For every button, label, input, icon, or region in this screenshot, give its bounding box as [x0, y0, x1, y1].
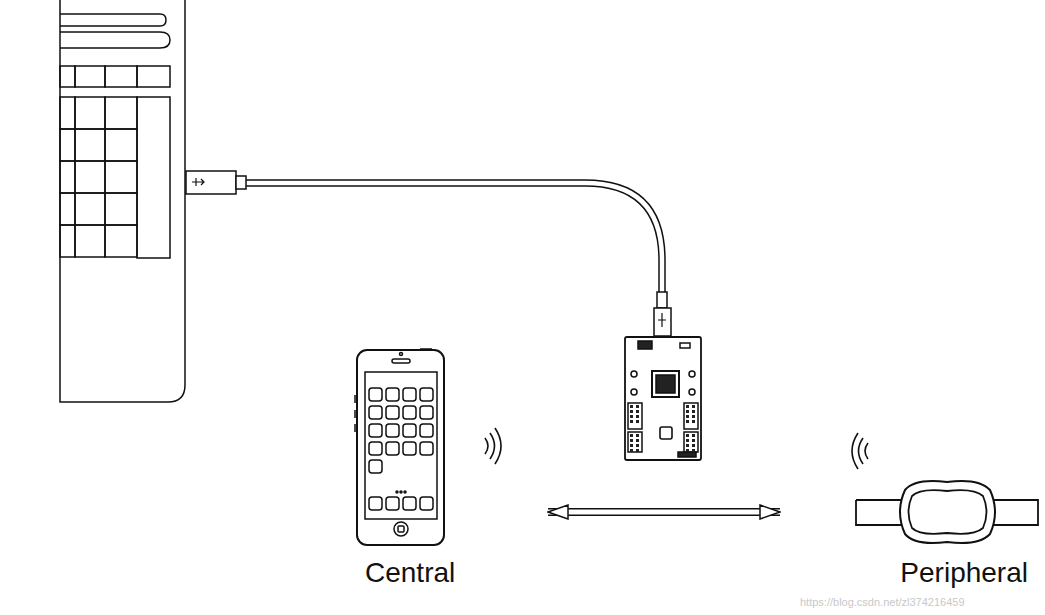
double-arrow	[548, 512, 780, 513]
arrow-outline	[548, 508, 780, 516]
device-label: Peripheral	[900, 556, 1028, 590]
usb-cable	[246, 180, 665, 292]
wristband	[856, 481, 1038, 543]
arrow-body	[548, 510, 780, 515]
peripheral-device: Peripheral	[780, 440, 1042, 595]
watermark: https://blog.csdn.net/zl374216459	[800, 596, 965, 608]
usb-cable	[246, 186, 659, 292]
usb-plug	[186, 171, 246, 194]
phone	[355, 349, 444, 545]
laptop	[60, 0, 185, 402]
radio-waves	[485, 428, 868, 469]
central-device: Central	[340, 345, 548, 595]
dev-board	[625, 337, 701, 460]
device-label: Central	[365, 556, 455, 590]
usb-plug	[654, 292, 671, 336]
